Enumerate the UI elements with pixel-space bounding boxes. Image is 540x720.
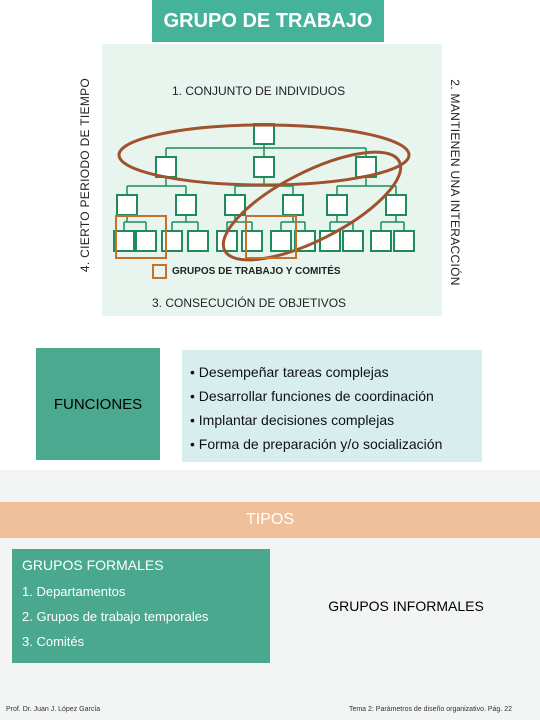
org-box [393,230,415,252]
funciones-label: FUNCIONES [36,348,160,460]
group-ellipse [117,123,411,187]
page-title: GRUPO DE TRABAJO [152,0,384,42]
org-box [370,230,392,252]
footer-page: Tema 2: Parámetros de diseño organizativ… [348,706,512,713]
org-box [116,194,138,216]
funcion-item: Forma de preparación y/o socialización [190,432,482,456]
legend-swatch [152,264,167,279]
org-box [224,194,246,216]
org-box [282,194,304,216]
formales-heading: GRUPOS FORMALES [22,557,164,573]
formales-item: 3. Comités [22,634,85,649]
org-chart [113,123,415,262]
diagram-panel [102,44,442,316]
org-box [385,194,407,216]
label-individuals: 1. CONJUNTO DE INDIVIDUOS [172,84,346,98]
org-box [113,230,135,252]
org-box [175,194,197,216]
formales-item: 2. Grupos de trabajo temporales [22,609,209,624]
funcion-item: Desempeñar tareas complejas [190,360,482,384]
org-box [326,194,348,216]
group-ellipse [221,150,403,262]
org-box [187,230,209,252]
org-box [155,156,177,178]
formales-item: 1. Departamentos [22,584,126,599]
funcion-item: Implantar decisiones complejas [190,408,482,432]
org-box [270,230,292,252]
org-box [342,230,364,252]
tipos-header: TIPOS [0,502,540,538]
label-objectives: 3. CONSECUCIÓN DE OBJETIVOS [152,296,347,310]
group-highlight [245,215,297,259]
org-box [253,123,275,145]
group-highlight [115,215,167,259]
org-box [253,156,275,178]
funciones-list: Desempeñar tareas complejas Desarrollar … [182,350,482,462]
funcion-item: Desarrollar funciones de coordinación [190,384,482,408]
footer-author: Prof. Dr. Juan J. López García [6,706,101,713]
formales-box: GRUPOS FORMALES 1. Departamentos 2. Grup… [12,549,270,663]
legend-label: GRUPOS DE TRABAJO Y COMITÉS [172,266,341,277]
informales-label: GRUPOS INFORMALES [328,598,484,614]
org-box [135,230,157,252]
